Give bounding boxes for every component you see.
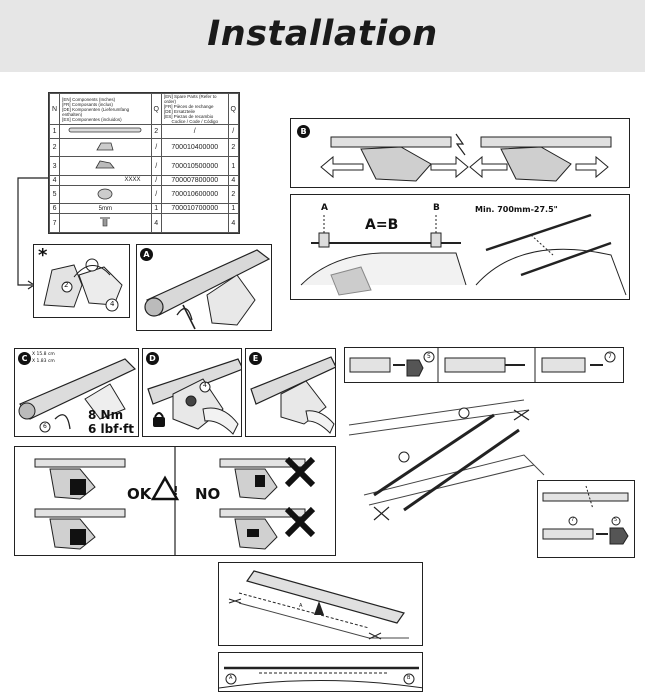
lock-illustration — [147, 358, 241, 435]
panel-step-c: C X 15.8 cm X 1.83 cm 6 — [14, 348, 139, 437]
cover-illustration — [250, 356, 335, 434]
part-screw-illustration — [59, 213, 152, 233]
page-title: Installation — [207, 14, 438, 54]
panel-bar-trim: 7 5 — [537, 480, 635, 558]
table-header-q: Q — [150, 93, 163, 125]
panel-step-a: A — [136, 244, 272, 331]
roof-bottom-illustration — [219, 666, 422, 689]
header-banner: Installation — [0, 0, 645, 72]
table-header-q2: Q — [227, 93, 240, 125]
torque-lbf-label: 6 lbf·ft — [88, 422, 134, 436]
panel-cut-length: A — [218, 562, 423, 646]
panel-end-caps: 5 7 — [344, 347, 624, 383]
cut-length-illustration — [228, 570, 409, 640]
panel-measure: A B A=B Min. 700mm-27.5" — [290, 194, 630, 300]
table-header-n: N — [48, 93, 61, 125]
ok-no-illustration — [34, 447, 316, 555]
table-row: 1 2// — [48, 124, 240, 139]
bar-end-illustration — [144, 249, 271, 330]
bar-slide-illustration — [320, 133, 612, 182]
bar-trim-illustration — [542, 485, 629, 545]
car-bars-illustration — [348, 399, 545, 521]
car-roof-illustration — [300, 213, 627, 296]
foot-assembly-illustration — [43, 258, 123, 312]
torque-illustration — [18, 358, 137, 433]
table-header-spare: [EN] Spare Parts (Refer to order) [FR] P… — [160, 93, 229, 125]
table-header-components: [EN] Components (Inches) [FR] Composants… — [59, 93, 152, 125]
panel-step-b: B — [290, 118, 630, 188]
end-cap-illustration — [349, 348, 616, 382]
panel-star: * 2 4 — [33, 244, 130, 318]
torque-nm-label: 8 Nm — [88, 408, 124, 422]
panel-step-d: D 4 — [142, 348, 242, 437]
components-table: N [EN] Components (Inches) [FR] Composan… — [48, 92, 240, 234]
panel-step-e: E — [245, 348, 336, 437]
panel-roof-bottom: A B — [218, 652, 423, 692]
panel-ok-no: OK ! NO — [14, 446, 336, 556]
